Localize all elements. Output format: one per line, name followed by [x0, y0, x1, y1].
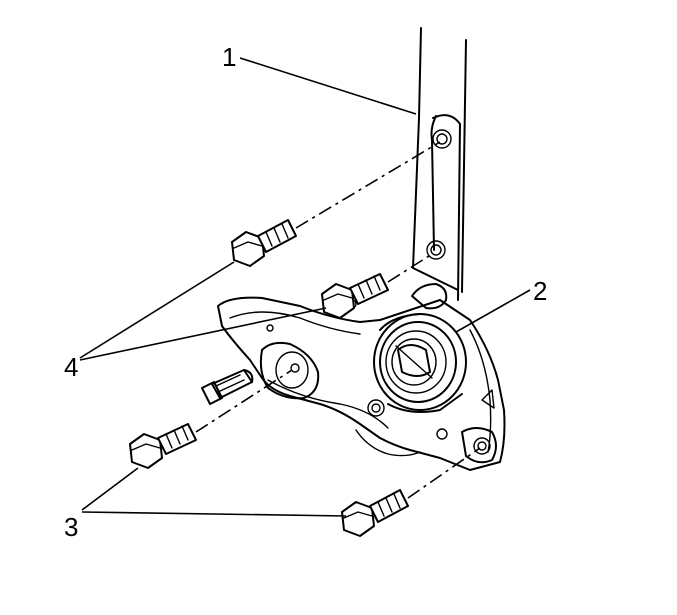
drive-hub — [259, 341, 320, 400]
spline-shaft — [201, 369, 254, 405]
lower-bolt — [341, 447, 481, 537]
leader-lines — [79, 57, 531, 517]
middle-bolt — [321, 253, 433, 319]
leader-2 — [455, 289, 531, 333]
callout-2: 2 — [533, 276, 548, 306]
upper-bolt — [231, 141, 441, 267]
callout-3: 3 — [64, 512, 79, 542]
leader-3b — [81, 511, 347, 517]
callout-1: 1 — [222, 42, 237, 72]
leader-4b — [79, 307, 327, 361]
spring-cover — [373, 313, 467, 413]
callout-4: 4 — [64, 352, 79, 382]
leader-1 — [239, 57, 417, 115]
leader-3a — [81, 467, 139, 511]
leader-4a — [79, 261, 235, 359]
left-bolt — [129, 369, 293, 469]
window-channel-rail — [412, 27, 467, 301]
regulator-base-plate — [217, 283, 506, 471]
